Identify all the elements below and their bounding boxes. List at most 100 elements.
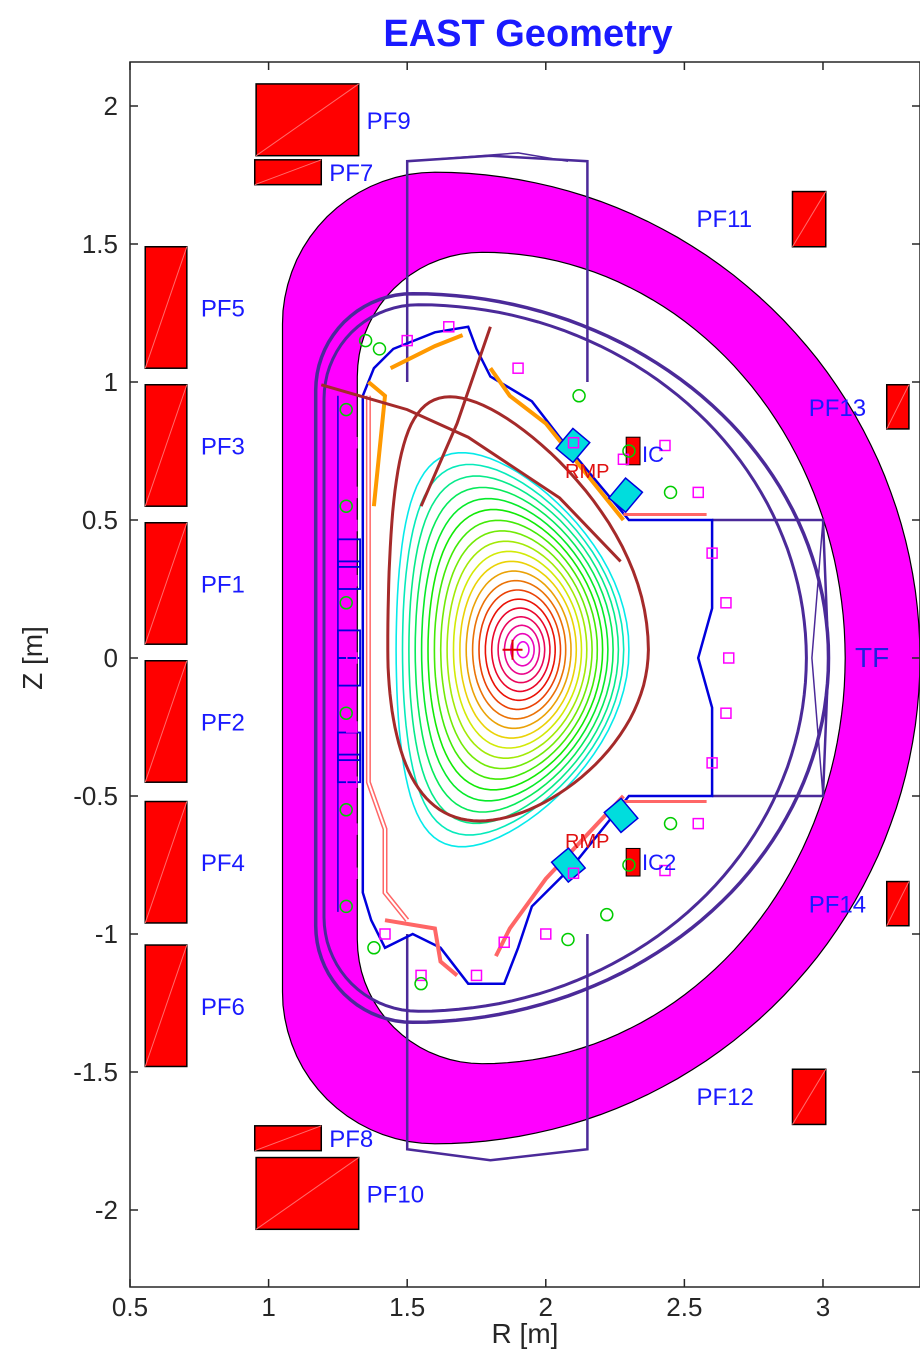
flux-surface [484,598,557,702]
y-tick-label: 0 [104,643,118,673]
flux-surface [433,519,599,780]
pf-coil-mesh [144,246,188,369]
x-tick-label: 1.5 [389,1292,425,1322]
pf-coils [144,83,910,1231]
x-tick-label: 0.5 [112,1292,148,1322]
midplane-port [712,518,830,798]
flux-loop [339,499,353,513]
flux-surface [395,451,630,848]
y-tick-label: -2 [95,1195,118,1225]
tf-coil-band [281,171,920,1145]
magnetic-probe [512,362,524,374]
flux-surface [420,497,609,802]
pf-coil-mesh [254,1125,322,1152]
magnetic-probe [346,652,358,664]
diagnostics [339,321,735,991]
flux-surface [427,508,604,791]
pf-coil-mesh [144,801,188,924]
pf-coil-mesh [255,1157,359,1230]
pf-coil-mesh [144,522,188,645]
pf-coil-label: PF5 [201,295,245,322]
lower-port-block [603,797,639,834]
pf-coil-label: PF7 [329,160,373,187]
pf-coil-mesh [886,384,910,430]
magnetic-probe [346,519,358,532]
flux-loop [339,803,353,817]
y-tick-label: 0.5 [82,505,118,535]
flux-loop [367,941,381,955]
y-tick-label: -0.5 [73,781,118,811]
axes-box [129,61,920,1288]
flux-surface [414,486,614,813]
tf-coil [281,171,920,1145]
upper-inner-tile [367,380,388,507]
flux-surface [490,607,551,693]
ic-lower-label: IC2 [642,850,676,875]
magnetic-probe [346,721,358,733]
magnetic-probe [346,486,358,499]
first-wall [336,325,714,985]
flux-loop [339,596,353,610]
inner-tile-strip-core [367,395,408,921]
flux-loop [339,706,353,720]
pf-coil-label: PF6 [201,994,245,1021]
flux-loop [372,342,387,356]
flux-loop [600,907,614,922]
upper-port-lid [407,152,569,162]
lower-dome-tile [384,918,459,977]
pf-coil-mesh [254,159,322,186]
upper-port-block [555,427,591,464]
magnetic-probe [443,321,455,333]
magnetic-probe [470,969,483,982]
magnetic-probe [346,436,358,449]
pf-coil-mesh [792,191,827,248]
vessel-outer-wall [313,291,831,1025]
magnetic-probe [659,439,671,452]
magnetic-probe [540,928,552,940]
y-tick-label: -1.5 [73,1057,118,1087]
figure-title: EAST Geometry [383,13,672,55]
pf-coil-mesh [144,384,188,507]
x-axis-label: R [m] [492,1318,559,1349]
tf-label: TF [855,642,889,673]
flux-surface [408,475,620,825]
magnetic-probe [401,334,413,347]
magnetic-probe [706,547,718,559]
pf-coil-mesh [792,1068,827,1125]
lower-port-block [550,847,587,884]
y-tick-label: 2 [104,91,118,121]
first-wall-contour [361,325,714,985]
flux-loop [663,816,678,831]
x-tick-label: 2 [539,1292,553,1322]
upper-dome-tile [389,333,464,370]
flux-surface [452,550,583,749]
flux-loop [339,899,353,914]
x-tick-label: 3 [816,1292,830,1322]
flux-loop [561,932,575,947]
plot-area [144,83,920,1231]
y-tick-label: -1 [95,919,118,949]
separatrix-leg [320,383,622,563]
magnetic-probe [567,867,580,880]
flux-loop [339,402,353,417]
magnetic-probe [415,969,427,982]
magnetic-probe [567,436,580,449]
pf-coil-label: PF4 [201,850,245,877]
ic-upper-label: IC [642,442,664,467]
x-tick-label: 1 [261,1292,275,1322]
flux-surface [478,589,562,711]
pf-coil-label: PF1 [201,571,245,598]
flux-surface [439,530,593,770]
pf-coil-mesh [144,660,188,783]
flux-surface [497,615,546,684]
flux-surface [465,570,572,730]
lower-port [405,934,589,1162]
magnetic-probe [346,574,358,587]
pf-coil-mesh [144,944,188,1067]
upper-port-block [607,477,644,514]
magnetic-probe [498,936,510,949]
rmp-coil-lower [625,847,641,877]
rmp-upper-label: RMP [565,461,609,483]
vacuum-vessel [313,152,831,1162]
